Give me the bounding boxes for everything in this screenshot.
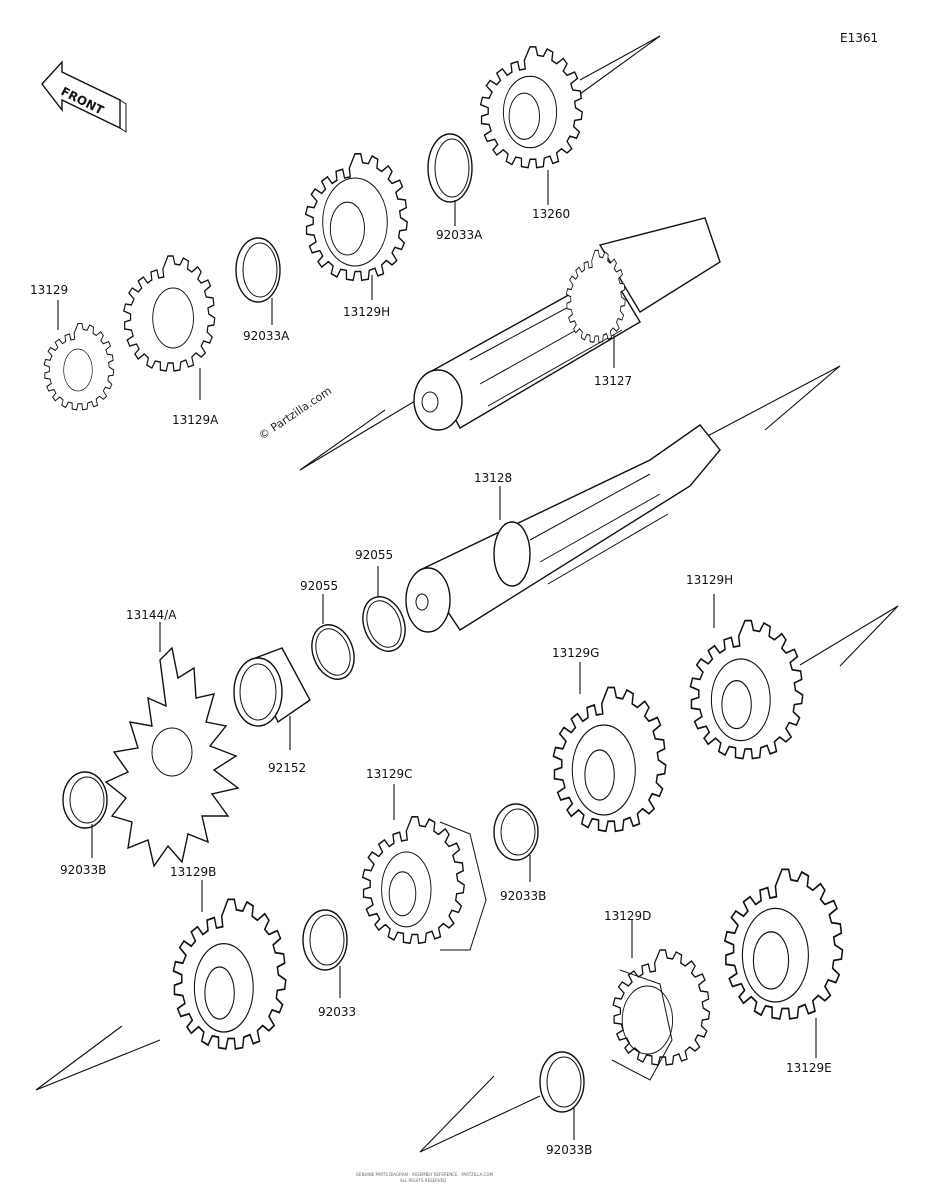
label-92033B-left: 92033B xyxy=(60,863,106,877)
footer-line-1: GENUINE PARTS DIAGRAM · ASSEMBLY REFEREN… xyxy=(356,1172,493,1177)
axis-line-upper-right xyxy=(579,35,661,81)
label-13129E: 13129E xyxy=(786,1061,832,1075)
o-ring-92055-b[interactable] xyxy=(356,591,413,657)
label-92033A-top: 92033A xyxy=(436,228,483,242)
gear-13127-integral[interactable] xyxy=(565,249,626,343)
shaft-13127[interactable] xyxy=(413,217,721,431)
label-13129C: 13129C xyxy=(366,767,413,781)
label-92055-a: 92055 xyxy=(300,579,338,593)
snap-ring-92033B-left[interactable] xyxy=(62,771,108,829)
gear-13129G-right[interactable] xyxy=(552,686,667,833)
axis-line-upper-right-b xyxy=(579,35,661,95)
front-arrow-icon: FRONT xyxy=(41,60,127,133)
snap-ring-92033B-mid[interactable] xyxy=(493,803,539,861)
axis-line-lower-right-b xyxy=(764,365,841,431)
snap-ring-92033A-mid[interactable] xyxy=(235,237,281,303)
label-92033: 92033 xyxy=(318,1005,356,1019)
label-92033A-mid: 92033A xyxy=(243,329,290,343)
label-13127: 13127 xyxy=(594,374,632,388)
watermark: © Partzilla.com xyxy=(256,384,334,442)
gear-13129H-top[interactable] xyxy=(304,153,409,282)
label-13144A: 13144/A xyxy=(126,608,177,622)
gear-13129[interactable] xyxy=(43,322,115,411)
axis-line-upper-left-b xyxy=(299,397,421,471)
axis-line-13129H xyxy=(799,605,899,666)
label-92033B-bottom: 92033B xyxy=(546,1143,592,1157)
axis-line-13129B xyxy=(35,1025,123,1091)
label-13129G-right: 13129G xyxy=(552,646,599,660)
axis-line-lower-right xyxy=(699,365,841,441)
label-92152: 92152 xyxy=(268,761,306,775)
o-ring-92055-a[interactable] xyxy=(305,619,362,685)
label-13129A: 13129A xyxy=(172,413,219,427)
label-13128: 13128 xyxy=(474,471,512,485)
label-13129: 13129 xyxy=(30,283,68,297)
label-92055-b: 92055 xyxy=(355,548,393,562)
gear-13129A[interactable] xyxy=(123,255,216,372)
gear-13260[interactable] xyxy=(479,46,583,169)
gear-13129H-bottom[interactable] xyxy=(689,619,804,760)
gear-13129E[interactable] xyxy=(723,868,844,1020)
label-13260: 13260 xyxy=(532,207,570,221)
gear-13129B[interactable] xyxy=(172,898,287,1050)
gear-13129D[interactable] xyxy=(612,949,711,1066)
footer-line-2: ALL RIGHTS RESERVED xyxy=(400,1178,446,1183)
snap-ring-92033B-bottom[interactable] xyxy=(539,1051,585,1113)
label-13129H-top: 13129H xyxy=(343,305,390,319)
snap-ring-92033[interactable] xyxy=(302,909,348,971)
gear-13129C[interactable] xyxy=(361,816,466,945)
sprocket-13144A[interactable] xyxy=(104,646,240,868)
shaft-13128[interactable] xyxy=(405,424,721,633)
collar-92152[interactable] xyxy=(233,647,311,727)
label-92033B-mid: 92033B xyxy=(500,889,546,903)
axis-line-upper-left xyxy=(299,409,386,471)
label-13129H-bottom: 13129H xyxy=(686,573,733,587)
label-13129B: 13129B xyxy=(170,865,216,879)
snap-ring-92033A-top[interactable] xyxy=(427,133,473,203)
label-13129D: 13129D xyxy=(604,909,651,923)
diagram-code: E1361 xyxy=(840,31,878,45)
axis-line-bottom xyxy=(419,1075,495,1153)
